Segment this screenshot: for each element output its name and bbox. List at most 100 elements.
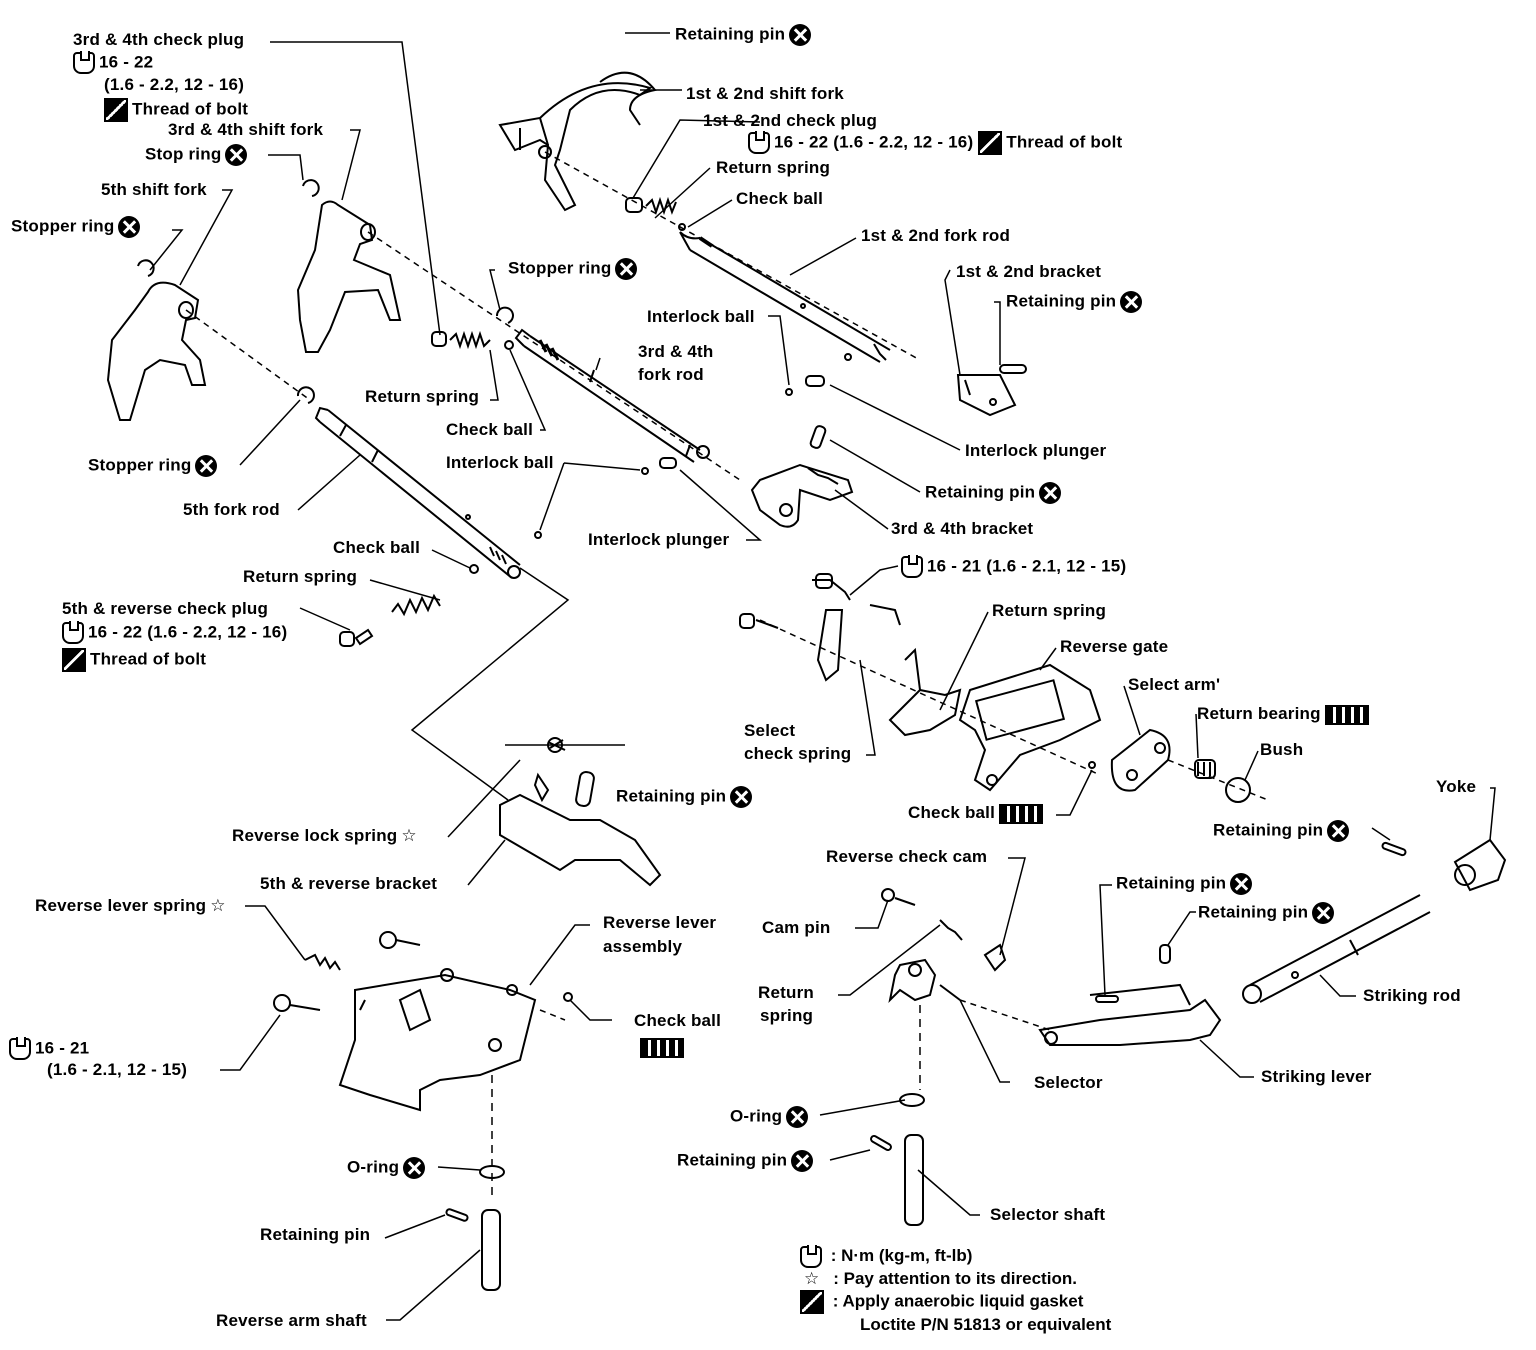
label-o-ring-right: O-ring bbox=[730, 1106, 809, 1128]
label-first-second-bracket: 1st & 2nd bracket bbox=[956, 262, 1102, 281]
star-outline-icon: ☆ bbox=[804, 1268, 820, 1288]
legend-direction-row: ☆: Pay attention to its direction. bbox=[804, 1268, 1077, 1288]
thread-locker-icon bbox=[800, 1289, 824, 1314]
label-reverse-lever-assembly1: Reverse lever bbox=[603, 913, 717, 932]
label-return-spring-upper: Return spring bbox=[716, 158, 831, 177]
label-retaining-pin-bracket34: Retaining pin bbox=[925, 482, 1062, 504]
label-interlock-ball-mid: Interlock ball bbox=[446, 453, 554, 472]
label-retaining-pin-rev-arm: Retaining pin bbox=[260, 1225, 371, 1244]
label-retaining-pin-yoke: Retaining pin bbox=[1213, 820, 1350, 842]
first-second-bracket-part bbox=[956, 364, 1027, 417]
label-yoke: Yoke bbox=[1436, 777, 1477, 796]
fifth-shift-fork-part bbox=[106, 259, 311, 421]
striking-lever-part bbox=[1038, 944, 1222, 1046]
label-first-second-check-plug: 1st & 2nd check plug bbox=[703, 111, 878, 130]
select-arm-part bbox=[1110, 728, 1269, 803]
first-second-check-plug-part bbox=[625, 196, 686, 231]
label-selector: Selector bbox=[1034, 1073, 1103, 1092]
label-third-fourth-check-plug: 3rd & 4th check plug bbox=[73, 30, 245, 49]
label-retaining-pin-lever2: Retaining pin bbox=[1198, 902, 1335, 924]
label-interlock-ball-upper: Interlock ball bbox=[647, 307, 755, 326]
torque-wrench-icon bbox=[62, 621, 84, 644]
label-first-second-fork-rod: 1st & 2nd fork rod bbox=[861, 226, 1011, 245]
torque-wrench-icon bbox=[901, 555, 923, 578]
reverse-lever-assembly-part bbox=[273, 931, 573, 1291]
label-stopper-ring-mid: Stopper ring bbox=[508, 258, 638, 280]
label-check-ball-upper: Check ball bbox=[736, 189, 824, 208]
interlock-plunger-upper-part bbox=[785, 375, 825, 396]
label-select-torque: 16 - 21 (1.6 - 2.1, 12 - 15) bbox=[901, 555, 1126, 578]
label-reverse-arm-shaft: Reverse arm shaft bbox=[216, 1311, 367, 1330]
label-return-spring-select: Return spring bbox=[992, 601, 1107, 620]
label-reverse-check-cam: Reverse check cam bbox=[826, 847, 988, 866]
circled-x-icon bbox=[225, 144, 248, 166]
label-striking-lever: Striking lever bbox=[1261, 1067, 1372, 1086]
circled-x-icon bbox=[1039, 482, 1062, 504]
label-retaining-pin-rev-bracket: Retaining pin bbox=[616, 786, 753, 808]
label-third-fourth-shift-fork: 3rd & 4th shift fork bbox=[168, 120, 324, 139]
label-select-check-spring2: check spring bbox=[744, 744, 852, 763]
label-retaining-pin-top: Retaining pin bbox=[675, 24, 812, 46]
label-select-check-spring1: Select bbox=[744, 721, 796, 740]
label-check-ball-rev: Check ball bbox=[634, 1011, 722, 1030]
label-check-ball-mid: Check ball bbox=[446, 420, 534, 439]
star-outline-icon: ☆ bbox=[401, 826, 417, 845]
label-return-bearing: Return bearing bbox=[1197, 704, 1369, 725]
label-first-second-check-plug-torque: 16 - 22 (1.6 - 2.2, 12 - 16) Thread of b… bbox=[748, 131, 1122, 155]
label-stopper-ring-lower: Stopper ring bbox=[88, 455, 218, 477]
legend-torque-row: : N·m (kg-m, ft-lb) bbox=[800, 1244, 1111, 1268]
label-fifth-rev-check-plug: 5th & reverse check plug bbox=[62, 599, 269, 618]
third-fourth-bracket-part bbox=[750, 425, 854, 528]
label-select-arm: Select arm' bbox=[1128, 675, 1221, 694]
torque-wrench-icon bbox=[73, 51, 95, 74]
torque-wrench-icon bbox=[9, 1037, 31, 1060]
label-third-fourth-check-plug-torque2: (1.6 - 2.2, 12 - 16) bbox=[104, 75, 245, 94]
thread-locker-icon bbox=[978, 131, 1003, 155]
fifth-reverse-bracket-part bbox=[499, 737, 662, 887]
label-striking-rod: Striking rod bbox=[1363, 986, 1461, 1005]
label-return-spring-cam2: spring bbox=[760, 1006, 814, 1025]
label-cam-pin: Cam pin bbox=[762, 918, 831, 937]
grease-icon bbox=[640, 1038, 684, 1058]
thread-locker-icon bbox=[62, 648, 86, 672]
circled-x-icon bbox=[195, 455, 218, 477]
circled-x-icon bbox=[1327, 820, 1350, 842]
label-return-spring-mid: Return spring bbox=[365, 387, 480, 406]
circled-x-icon bbox=[615, 258, 638, 280]
label-reverse-lock-spring: Reverse lock spring☆ bbox=[232, 826, 417, 845]
label-fifth-rev-check-plug-torque: 16 - 22 (1.6 - 2.2, 12 - 16) bbox=[62, 621, 287, 644]
label-o-ring-left: O-ring bbox=[347, 1157, 426, 1179]
circled-x-icon bbox=[1230, 873, 1253, 895]
third-fourth-fork-rod-part bbox=[514, 328, 710, 463]
label-fifth-rev-bracket: 5th & reverse bracket bbox=[260, 874, 438, 893]
label-first-second-shift-fork: 1st & 2nd shift fork bbox=[686, 84, 844, 103]
fifth-fork-rod-part bbox=[296, 386, 521, 579]
label-retaining-pin-lever1: Retaining pin bbox=[1116, 873, 1253, 895]
third-fourth-shift-fork-part bbox=[296, 179, 741, 481]
striking-rod-part bbox=[1242, 894, 1431, 1004]
label-rev-torque2: (1.6 - 2.1, 12 - 15) bbox=[47, 1060, 188, 1079]
label-selector-shaft: Selector shaft bbox=[990, 1205, 1106, 1224]
label-third-fourth-fork-rod1: 3rd & 4th bbox=[638, 342, 714, 361]
star-outline-icon: ☆ bbox=[210, 896, 226, 915]
label-stopper-ring-left: Stopper ring bbox=[11, 216, 141, 238]
label-bush: Bush bbox=[1260, 740, 1304, 759]
circled-x-icon bbox=[118, 216, 141, 238]
circled-x-icon bbox=[1120, 291, 1143, 313]
circled-x-icon bbox=[730, 786, 753, 808]
reverse-gate-part bbox=[739, 573, 1102, 792]
label-stop-ring: Stop ring bbox=[145, 144, 248, 166]
label-interlock-plunger-upper: Interlock plunger bbox=[965, 441, 1107, 460]
label-check-ball-lower: Check ball bbox=[333, 538, 421, 557]
label-reverse-gate: Reverse gate bbox=[1060, 637, 1169, 656]
label-third-fourth-check-plug-thread: Thread of bolt bbox=[104, 98, 248, 122]
thread-locker-icon bbox=[104, 98, 128, 122]
leader-lines bbox=[149, 32, 1496, 1321]
label-reverse-lever-assembly2: assembly bbox=[603, 937, 683, 956]
circled-x-icon bbox=[1312, 902, 1335, 924]
label-fifth-shift-fork: 5th shift fork bbox=[101, 180, 207, 199]
label-rev-torque1: 16 - 21 bbox=[9, 1037, 89, 1060]
label-third-fourth-check-plug-torque1: 16 - 22 bbox=[73, 51, 153, 74]
circled-x-icon bbox=[789, 24, 812, 46]
legend-thread-row: : Apply anaerobic liquid gasket bbox=[800, 1289, 1111, 1314]
